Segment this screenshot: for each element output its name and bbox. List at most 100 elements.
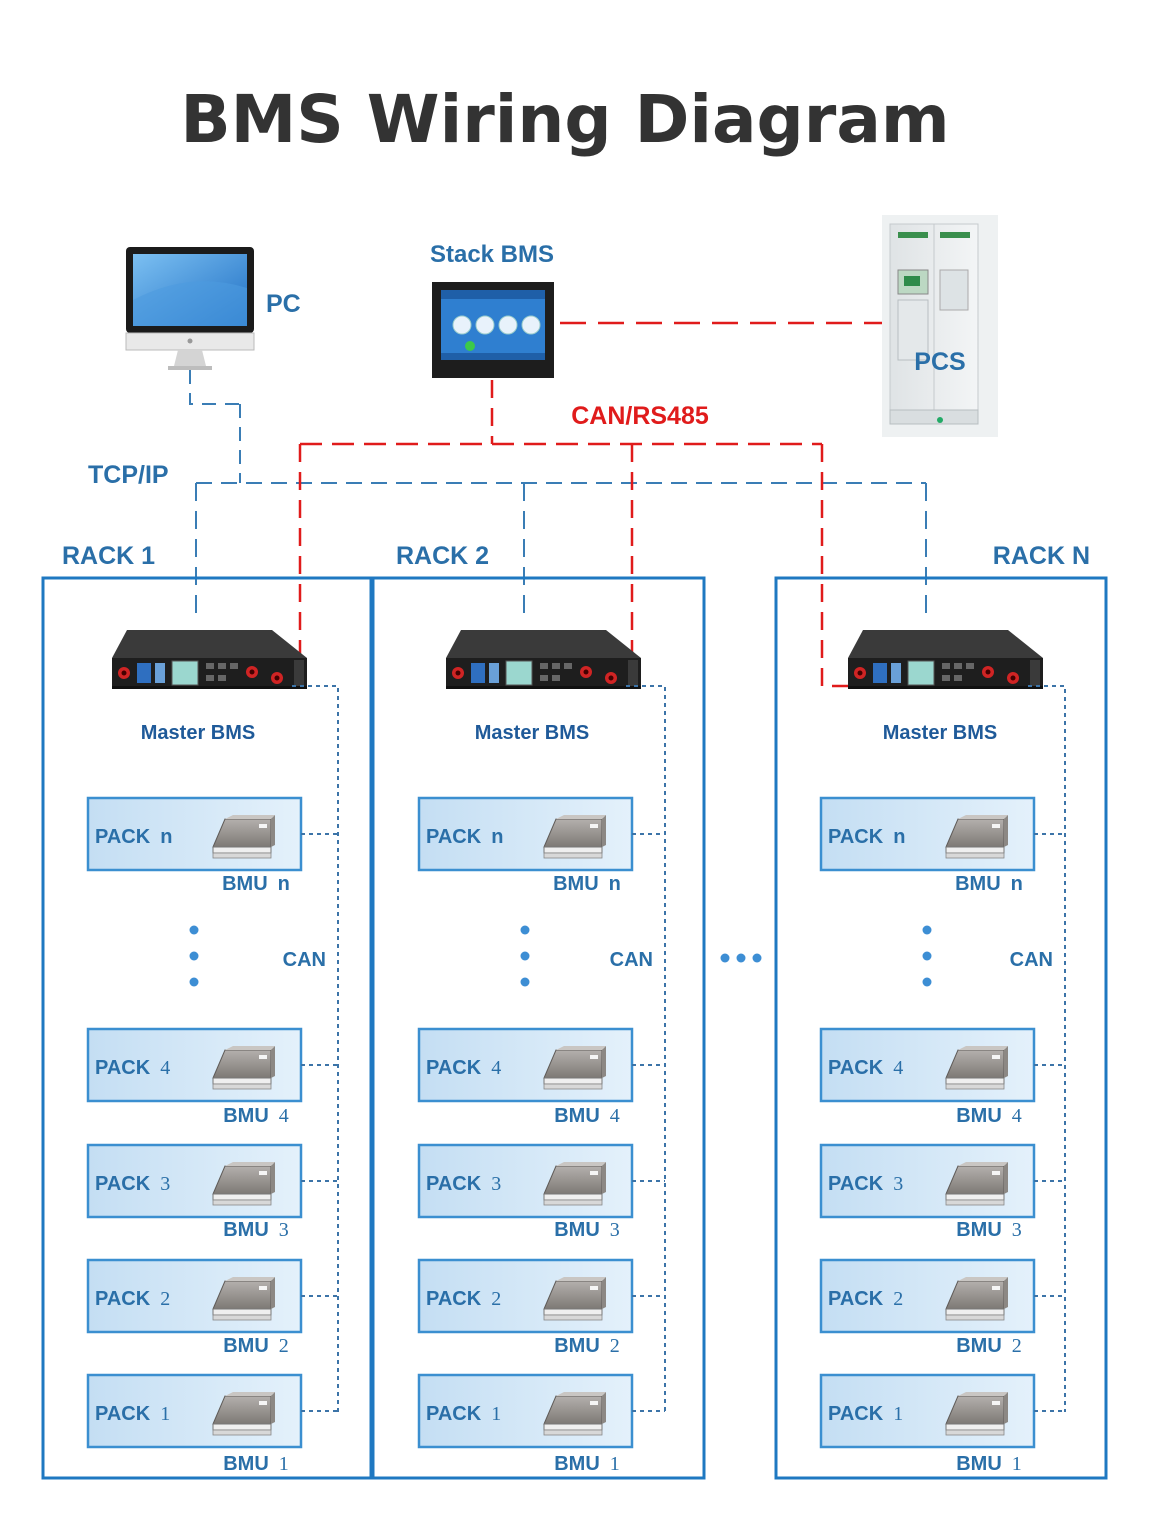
bmu-number: 4 [1012, 1105, 1022, 1127]
pack-number: 2 [160, 1288, 170, 1310]
bmu-word: BMU [554, 1105, 600, 1127]
pack-number: n [160, 826, 172, 848]
pack-label: PACK 2 [95, 1288, 170, 1310]
pack-number: 4 [160, 1057, 170, 1079]
pack-item: PACK 4 BMU 4 [86, 1027, 338, 1127]
pack-label: PACK 2 [426, 1288, 501, 1310]
pack-number: 2 [491, 1288, 501, 1310]
bmu-number: 3 [279, 1219, 289, 1241]
pack-word: PACK [426, 1288, 482, 1310]
bmu-number: 4 [610, 1105, 620, 1127]
rack-frame [774, 576, 1108, 1480]
rack-label: RACK N [993, 542, 1090, 570]
pack-number: 3 [160, 1173, 170, 1195]
bmu-word: BMU [956, 1453, 1002, 1475]
pack-number: 2 [893, 1288, 903, 1310]
bmu-number: 2 [610, 1335, 620, 1357]
rack-frame [41, 576, 373, 1480]
can-label: CAN [1010, 949, 1053, 971]
can-bus-lines [626, 685, 666, 1412]
bmu-word: BMU [955, 873, 1001, 895]
bmu-label: BMU 4 [554, 1105, 620, 1127]
bmu-word: BMU [222, 873, 268, 895]
pack-word: PACK [828, 1403, 884, 1425]
pack-number: 1 [160, 1403, 170, 1425]
bmu-word: BMU [553, 873, 599, 895]
pack-ellipsis [189, 925, 199, 987]
rack-ellipsis [720, 953, 762, 963]
pack-number: 3 [491, 1173, 501, 1195]
bmu-word: BMU [554, 1219, 600, 1241]
pack-word: PACK [828, 1173, 884, 1195]
can-label: CAN [283, 949, 326, 971]
pack-label: PACK 4 [95, 1057, 170, 1079]
bmu-number: n [278, 873, 290, 895]
pack-number: 1 [893, 1403, 903, 1425]
can-label: CAN [610, 949, 653, 971]
pack-label: PACK 1 [828, 1403, 903, 1425]
bmu-word: BMU [223, 1105, 269, 1127]
master-bms-device [847, 629, 1044, 690]
pack-ellipsis [520, 925, 530, 987]
bmu-label: BMU 2 [554, 1335, 620, 1357]
pack-number: n [893, 826, 905, 848]
pack-word: PACK [95, 1288, 151, 1310]
bmu-word: BMU [223, 1453, 269, 1475]
bmu-number: n [609, 873, 621, 895]
pack-word: PACK [828, 826, 884, 848]
rack-frame [371, 576, 706, 1480]
bmu-word: BMU [223, 1335, 269, 1357]
bmu-word: BMU [956, 1105, 1002, 1127]
can-bus-lines [1028, 685, 1066, 1412]
can-rs485-label: CAN/RS485 [571, 402, 709, 430]
bmu-number: 2 [1012, 1335, 1022, 1357]
tcp-ip-label: TCP/IP [88, 461, 169, 489]
pack-word: PACK [426, 826, 482, 848]
pack-word: PACK [95, 1057, 151, 1079]
pack-number: n [491, 826, 503, 848]
bmu-number: 1 [279, 1453, 289, 1475]
pack-word: PACK [426, 1173, 482, 1195]
bmu-label: BMU 2 [956, 1335, 1022, 1357]
pack-label: PACK n [426, 826, 503, 848]
pack-number: 4 [491, 1057, 501, 1079]
pack-number: 1 [491, 1403, 501, 1425]
pack-word: PACK [828, 1057, 884, 1079]
rack-label: RACK 1 [62, 542, 155, 570]
bmu-word: BMU [956, 1335, 1002, 1357]
master-bms-label: Master BMS [475, 722, 589, 744]
bmu-number: n [1011, 873, 1023, 895]
bmu-word: BMU [554, 1335, 600, 1357]
stack-bms-label: Stack BMS [430, 241, 554, 268]
bmu-word: BMU [956, 1219, 1002, 1241]
master-bms-device [111, 629, 308, 690]
pc-label: PC [266, 290, 301, 318]
pack-item: PACK 2 BMU 2 [86, 1258, 338, 1357]
bmu-number: 1 [610, 1453, 620, 1475]
master-bms-label: Master BMS [883, 722, 997, 744]
